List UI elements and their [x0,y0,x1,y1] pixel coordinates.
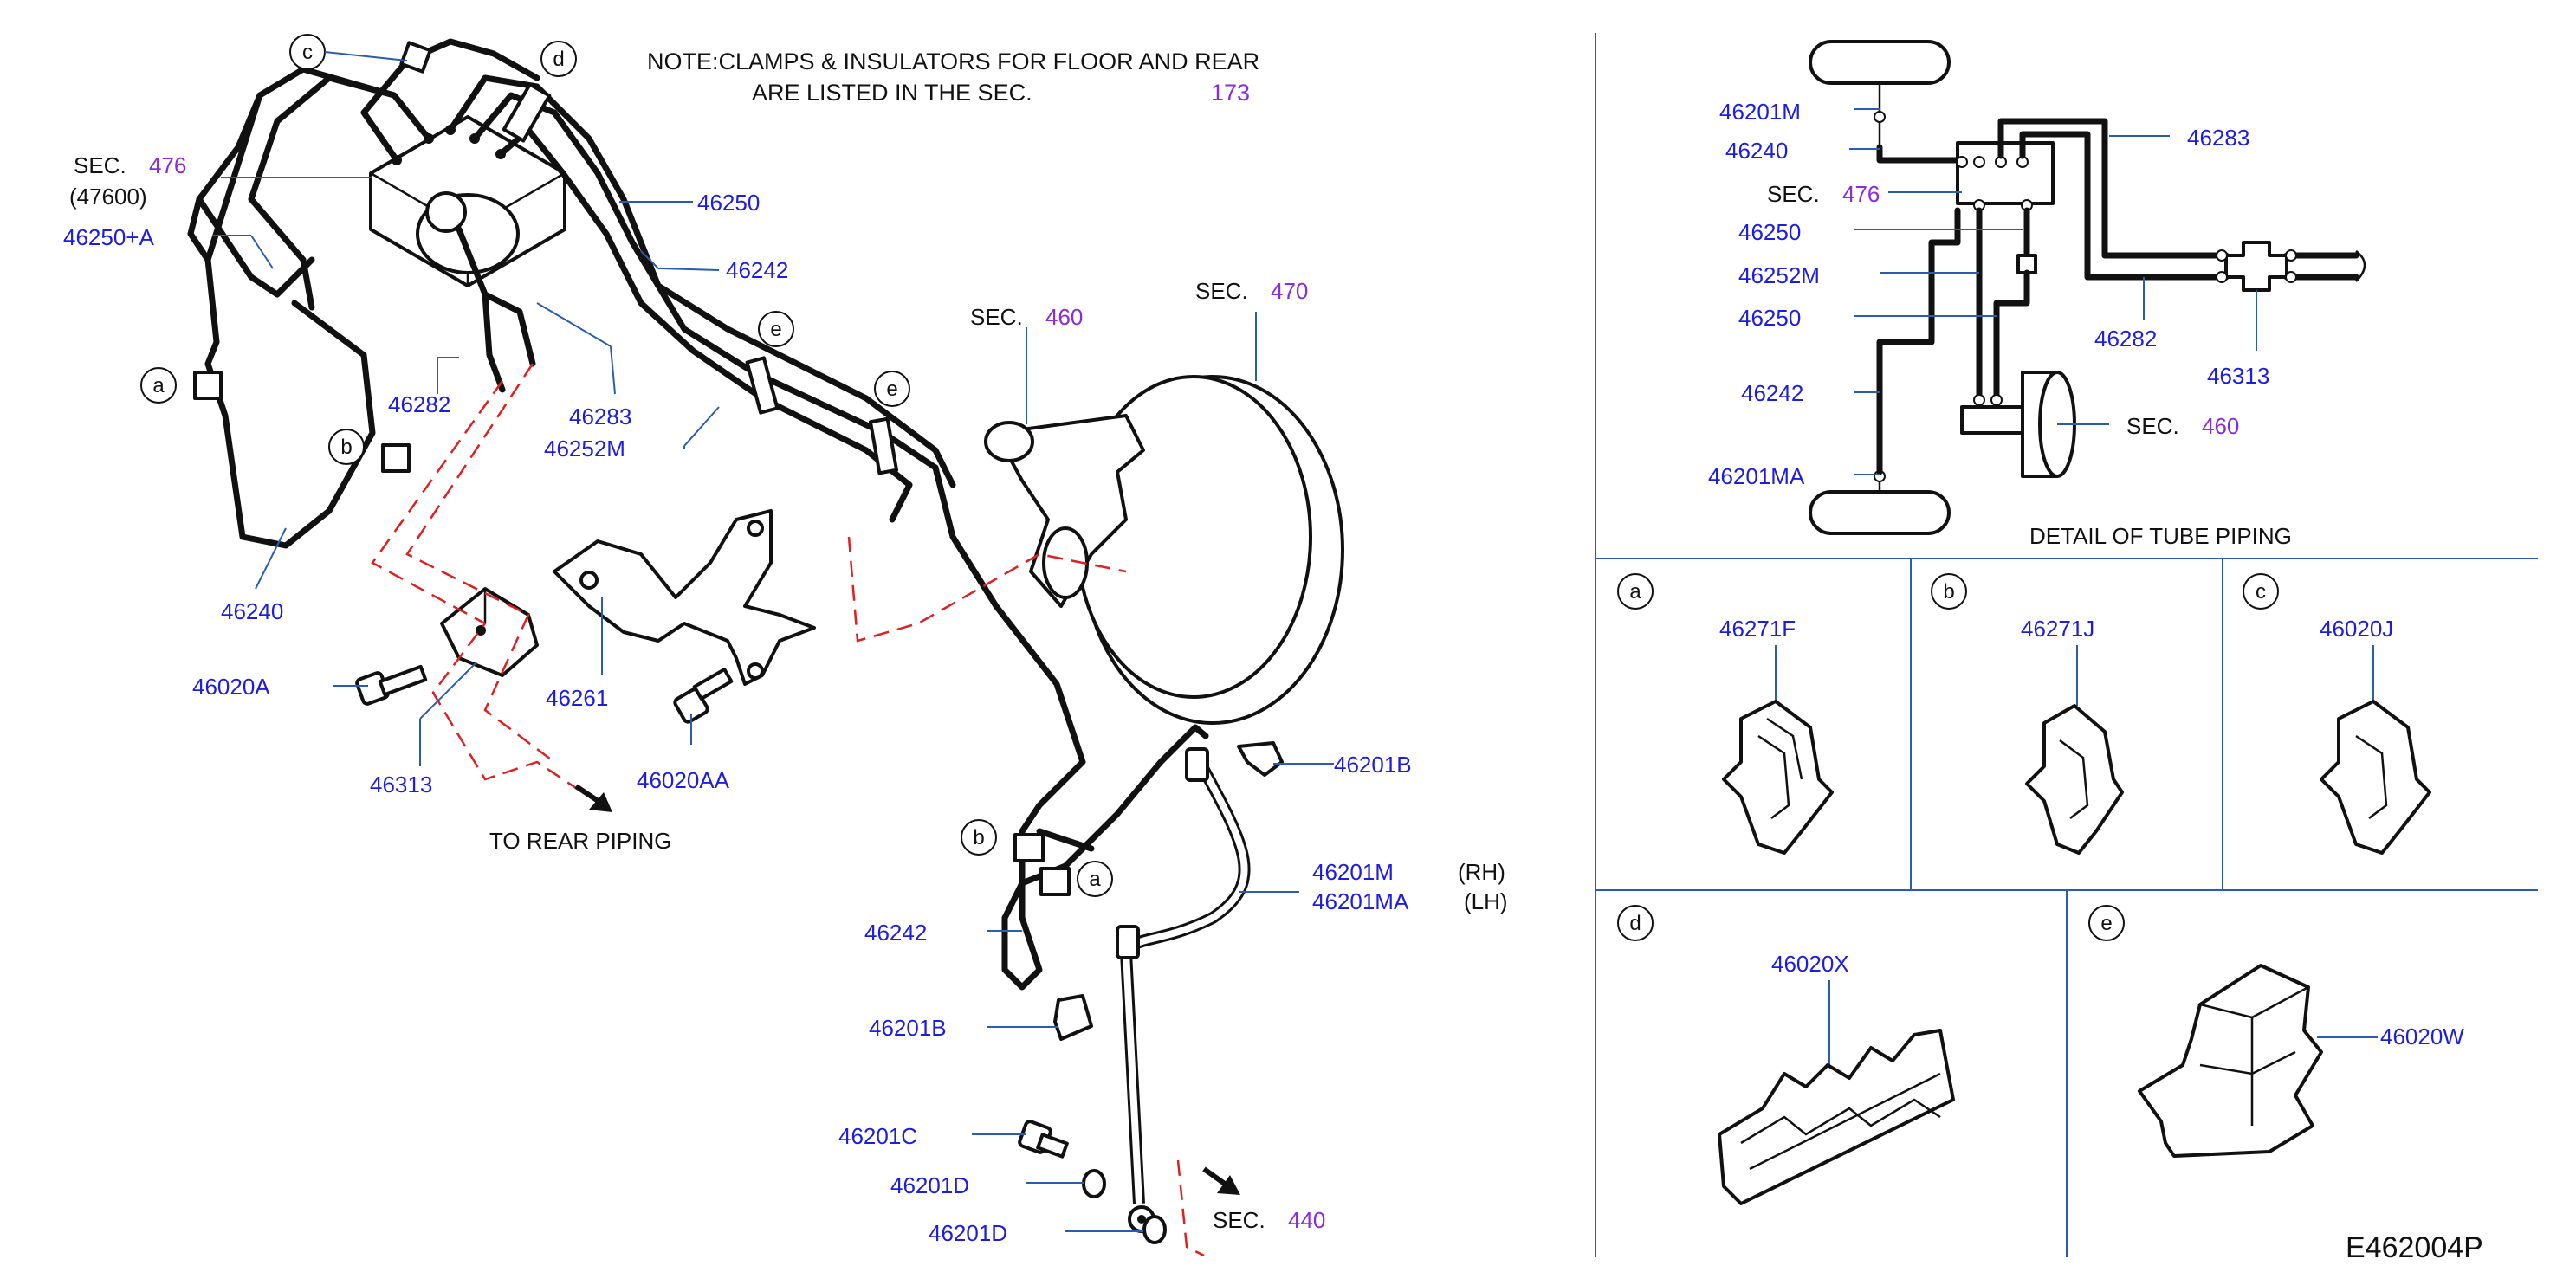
label-46250A: 46250+A [63,224,154,250]
panel-c-part: 46020J [2320,616,2393,642]
label-sec476: SEC. [74,152,126,178]
label-46240: 46240 [221,598,283,624]
label-sec440-prefix: SEC. [1213,1207,1265,1233]
bolt-46201C [1018,1120,1069,1159]
callout-c: c [289,34,408,70]
panel-e-part: 46020W [2380,1023,2464,1049]
svg-text:c: c [2256,580,2266,604]
label-46242-bottom: 46242 [864,920,927,946]
label-46201D-b: 46201D [929,1220,1007,1246]
phantom-lines [371,363,1205,1257]
detail-label-46250-a: 46250 [1738,219,1801,245]
detail-label-sec-prefix: SEC. [1767,181,1820,207]
panel-e: e 46020W [2088,905,2464,1158]
label-46201B-bottom: 46201B [869,1015,947,1041]
panel-b-part: 46271J [2021,616,2094,642]
arrow-to-rear [574,784,612,812]
detail-label-46242: 46242 [1741,380,1803,406]
label-rh: (RH) [1458,859,1505,885]
label-sec460-prefix: SEC. [970,304,1023,330]
panel-d: d 46020X [1617,905,1955,1205]
label-46020A: 46020A [192,674,270,700]
label-46242-top: 46242 [726,257,788,283]
label-46020AA: 46020AA [637,767,730,793]
diagram-code: E462004P [2346,1231,2483,1264]
panel-a: a 46271F [1617,573,1834,855]
bracket-46261 [553,509,816,686]
svg-text:c: c [302,41,313,64]
clamps [193,41,1071,896]
label-47600: (47600) [69,184,147,210]
detail-label-46201MA: 46201MA [1708,463,1805,489]
svg-text:b: b [1943,580,1954,604]
label-46201D-a: 46201D [890,1172,969,1198]
svg-text:b: b [340,436,352,459]
detail-label-sec460: 460 [2202,413,2239,439]
detail-label-sec476: 476 [1842,181,1880,207]
abs-actuator [369,115,566,287]
label-46313: 46313 [370,772,432,797]
callout-d: d [540,41,577,77]
label-46250: 46250 [697,190,760,216]
detail-label-46252M: 46252M [1738,262,1820,288]
label-sec440: 440 [1288,1207,1325,1233]
panel-c: c 46020J [2243,573,2431,855]
detail-piping: 46201M 46240 SEC. 476 46250 46252M 46250… [1708,40,2366,549]
callout-e-main-2: e [874,371,910,407]
svg-text:a: a [152,374,165,397]
main-labels: SEC. 476 (47600) 46250+A 46250 46242 462… [63,152,1508,1246]
brake-booster [984,375,1344,725]
panel-a-part: 46271F [1719,616,1796,642]
panel-d-part: 46020X [1771,951,1849,977]
svg-text:d: d [553,48,564,71]
detail-label-46282: 46282 [2094,326,2157,352]
label-sec470: 470 [1271,278,1308,304]
bolt-46020AA [673,668,734,724]
bolt-46020A [355,664,428,706]
arrow-to-sec440 [1202,1166,1240,1195]
panel-b: b 46271J [1931,573,2124,855]
detail-label-46283: 46283 [2187,125,2249,151]
panel-frames [1595,33,2538,1257]
label-sec470-prefix: SEC. [1195,278,1248,304]
callout-a-main-1: a [140,367,177,404]
label-lh: (LH) [1464,888,1508,914]
svg-text:b: b [973,826,984,849]
note-line-2: ARE LISTED IN THE SEC. [752,80,1032,106]
flex-hose [1116,747,1251,1233]
detail-label-46240: 46240 [1725,138,1788,164]
detail-label-46201M: 46201M [1719,99,1801,125]
label-46201M: 46201M [1312,859,1394,885]
detail-label-sec-prefix-2: SEC. [2126,413,2179,439]
label-sec476-num: 476 [149,152,186,178]
label-46201MA: 46201MA [1312,888,1409,914]
svg-text:e: e [886,378,897,401]
callout-b-main-2: b [961,819,997,856]
note-line-1: NOTE:CLAMPS & INSULATORS FOR FLOOR AND R… [647,48,1259,74]
callout-b-main-1: b [328,429,365,465]
label-46201B-top: 46201B [1334,752,1412,778]
label-46261: 46261 [546,685,608,711]
callout-a-main-2: a [1077,861,1113,897]
label-46201C: 46201C [838,1123,917,1149]
detail-title: DETAIL OF TUBE PIPING [2029,523,2292,549]
label-sec460: 460 [1045,304,1083,330]
svg-text:e: e [2100,912,2112,935]
svg-text:a: a [1089,868,1101,891]
label-46283: 46283 [569,404,631,429]
svg-text:a: a [1629,580,1641,604]
clip-46201B [1053,741,1284,1041]
leader-lines-main [212,177,1334,1232]
label-46282: 46282 [388,391,450,417]
label-46252M: 46252M [544,436,625,462]
note-sec-ref: 173 [1211,80,1250,106]
detail-label-46250-b: 46250 [1738,305,1801,331]
label-to-rear-piping: TO REAR PIPING [489,828,671,854]
svg-text:e: e [770,318,781,341]
detail-label-46313: 46313 [2207,363,2269,389]
svg-text:d: d [1629,912,1641,935]
callout-e-main-1: e [758,311,794,347]
